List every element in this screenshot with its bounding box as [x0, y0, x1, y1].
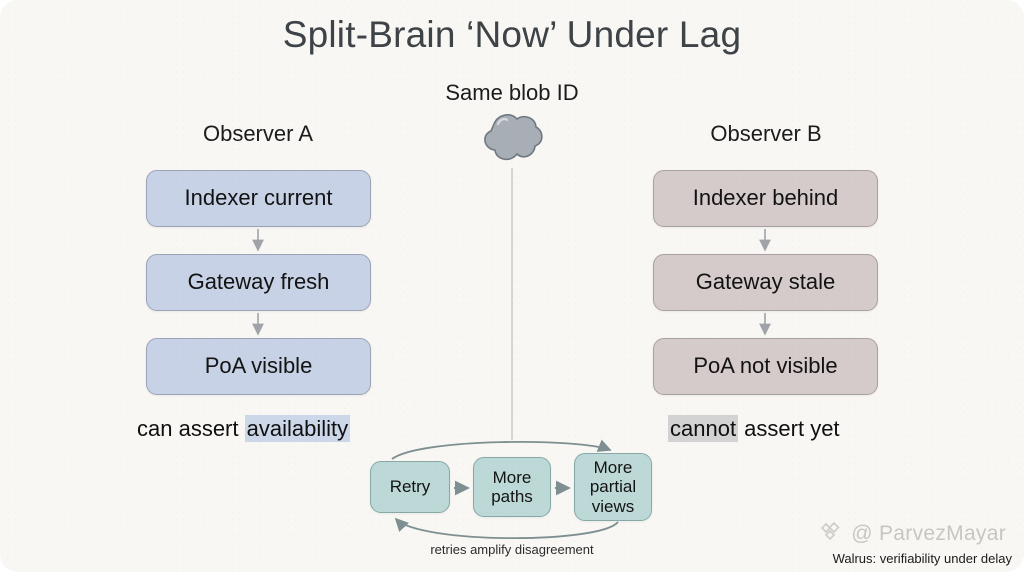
node-more-partial-views[interactable]: More partial views — [574, 453, 652, 521]
column-heading-observer-a: Observer A — [202, 121, 314, 146]
node-more-paths-line1: More — [492, 467, 532, 487]
node-indexer-behind[interactable]: Indexer behind — [653, 170, 878, 227]
node-more-partial-views-line2: partial — [589, 477, 637, 497]
blob-label: Same blob ID — [445, 80, 579, 105]
node-more-paths[interactable]: More paths — [473, 457, 551, 517]
node-more-paths-line2: paths — [491, 487, 533, 506]
assertion-observer-b: cannot assert yet — [668, 415, 840, 442]
node-gateway-fresh[interactable]: Gateway fresh — [146, 254, 371, 311]
loop-caption: retries amplify disagreement — [430, 542, 594, 557]
center-divider — [511, 168, 513, 440]
diamond-logo-icon — [818, 520, 844, 548]
node-gateway-stale[interactable]: Gateway stale — [653, 254, 878, 311]
node-more-partial-views-line1: More — [593, 458, 633, 478]
node-poa-visible[interactable]: PoA visible — [146, 338, 371, 395]
assertion-b-highlight: cannot — [668, 415, 739, 442]
column-heading-observer-b: Observer B — [710, 121, 822, 146]
assertion-observer-a: can assert availability — [137, 415, 351, 442]
node-retry[interactable]: Retry — [370, 461, 450, 513]
assertion-a-highlight: availability — [244, 415, 351, 442]
arrow-loop-bottom — [394, 517, 619, 540]
watermark-handle: @ ParvezMayar — [851, 522, 1006, 545]
watermark: @ ParvezMayar — [818, 520, 1006, 548]
node-more-partial-views-line3: views — [591, 496, 635, 516]
node-indexer-current[interactable]: Indexer current — [146, 170, 371, 227]
page-title: Split-Brain ‘Now’ Under Lag — [282, 14, 742, 55]
assertion-a-prefix: can assert — [137, 416, 245, 441]
node-poa-not-visible[interactable]: PoA not visible — [653, 338, 878, 395]
blob-shape-icon — [478, 110, 546, 171]
footer-note: Walrus: verifiability under delay — [832, 551, 1012, 566]
assertion-b-suffix: assert yet — [738, 416, 840, 441]
